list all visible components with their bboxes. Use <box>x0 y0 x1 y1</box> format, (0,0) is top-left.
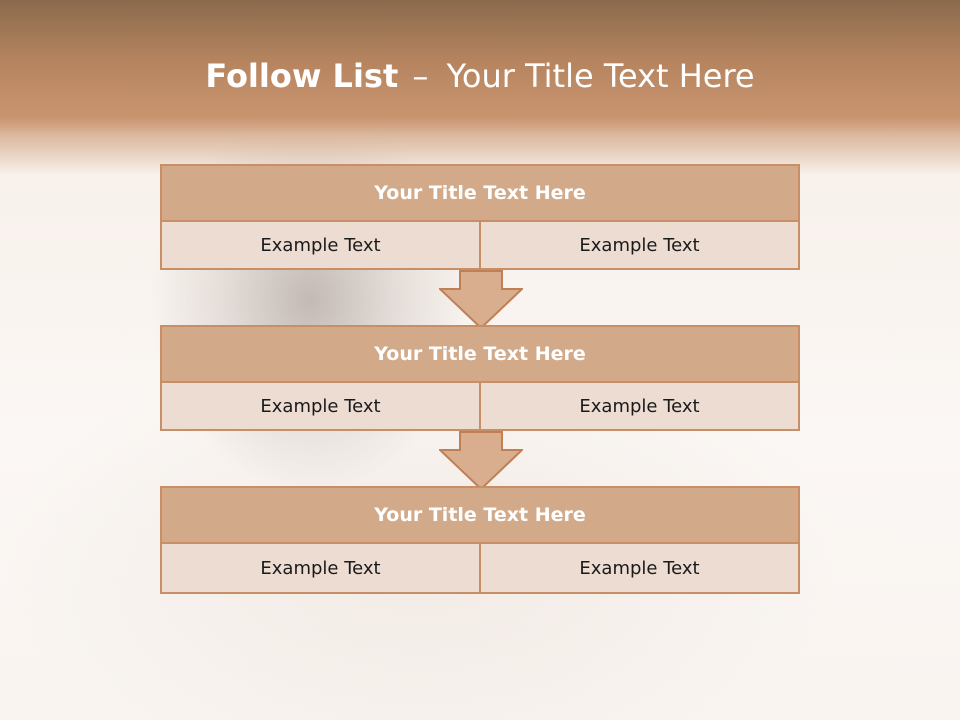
page-title: Follow List – Your Title Text Here <box>0 56 960 96</box>
step-2-right-text: Example Text <box>479 383 798 429</box>
step-3-left-text: Example Text <box>260 557 381 579</box>
step-box-3: Your Title Text Here Example Text Exampl… <box>160 486 800 594</box>
step-2-row: Example Text Example Text <box>162 383 798 429</box>
step-3-title: Your Title Text Here <box>162 488 798 544</box>
page-title-bold: Follow List <box>205 57 399 95</box>
step-3-right-text: Example Text <box>479 544 798 592</box>
step-1-right-text: Example Text <box>479 222 798 268</box>
step-2-title: Your Title Text Here <box>162 327 798 383</box>
page-title-separator: – <box>412 57 429 95</box>
down-arrow-icon <box>439 270 523 330</box>
step-1-title: Your Title Text Here <box>162 166 798 222</box>
step-box-2: Your Title Text Here Example Text Exampl… <box>160 325 800 431</box>
step-1-left-text: Example Text <box>260 234 381 256</box>
page-title-rest: Your Title Text Here <box>446 57 755 95</box>
step-2-left-text: Example Text <box>260 395 381 417</box>
step-1-row: Example Text Example Text <box>162 222 798 268</box>
step-box-1: Your Title Text Here Example Text Exampl… <box>160 164 800 270</box>
step-3-row: Example Text Example Text <box>162 544 798 592</box>
down-arrow-icon <box>439 431 523 491</box>
